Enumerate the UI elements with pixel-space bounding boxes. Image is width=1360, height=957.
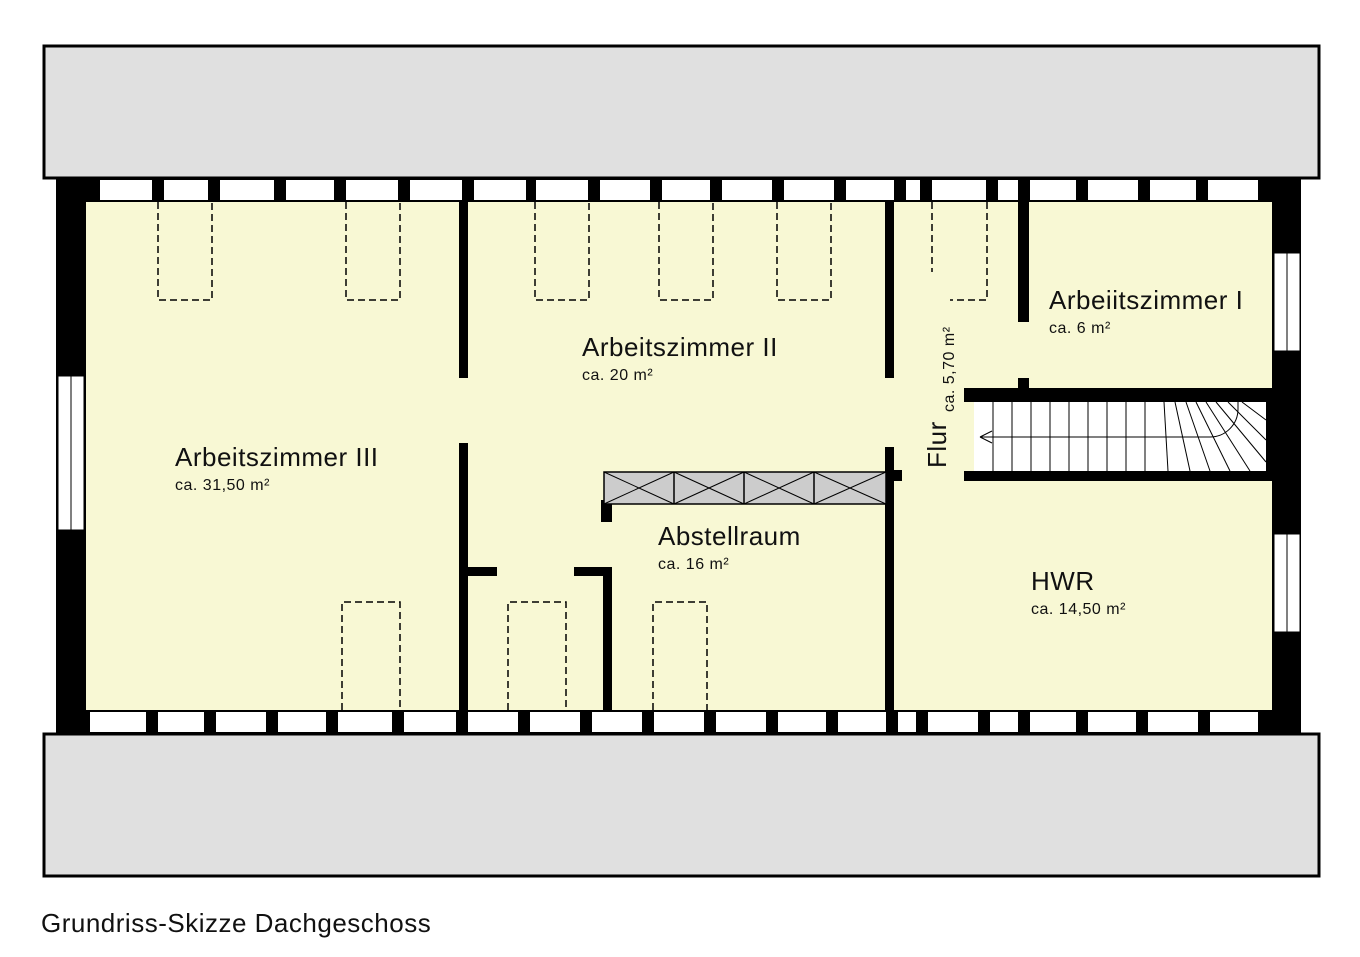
roof-top [42, 44, 1321, 180]
bottom-windows [90, 712, 1258, 732]
interior-walls [459, 202, 1276, 710]
room-area-arbeitszimmer-1: ca. 6 m² [1049, 320, 1111, 337]
room-area-abstellraum: ca. 16 m² [658, 556, 729, 573]
skylights [157, 202, 988, 710]
flur-label: Flur ca. 5,70 m² [922, 326, 958, 468]
top-windows [100, 180, 1258, 200]
room-area-arbeitszimmer-2: ca. 20 m² [582, 367, 653, 384]
room-name-arbeitszimmer-3: Arbeitszimmer III [175, 442, 379, 472]
side-windows [57, 252, 1301, 633]
room-name-flur: Flur [922, 421, 952, 468]
roof-bottom [42, 732, 1321, 878]
room-name-abstellraum: Abstellraum [658, 521, 801, 551]
room-area-flur: ca. 5,70 m² [941, 326, 958, 412]
room-name-arbeitszimmer-2: Arbeitszimmer II [582, 332, 778, 362]
staircase [974, 401, 1267, 472]
room-name-hwr: HWR [1031, 566, 1095, 596]
plan-caption: Grundriss-Skizze Dachgeschoss [41, 908, 432, 938]
storage-cabinets [603, 471, 887, 505]
room-area-hwr: ca. 14,50 m² [1031, 601, 1126, 618]
room-name-arbeitszimmer-1: Arbeiitszimmer I [1049, 285, 1243, 315]
room-area-arbeitszimmer-3: ca. 31,50 m² [175, 477, 270, 494]
